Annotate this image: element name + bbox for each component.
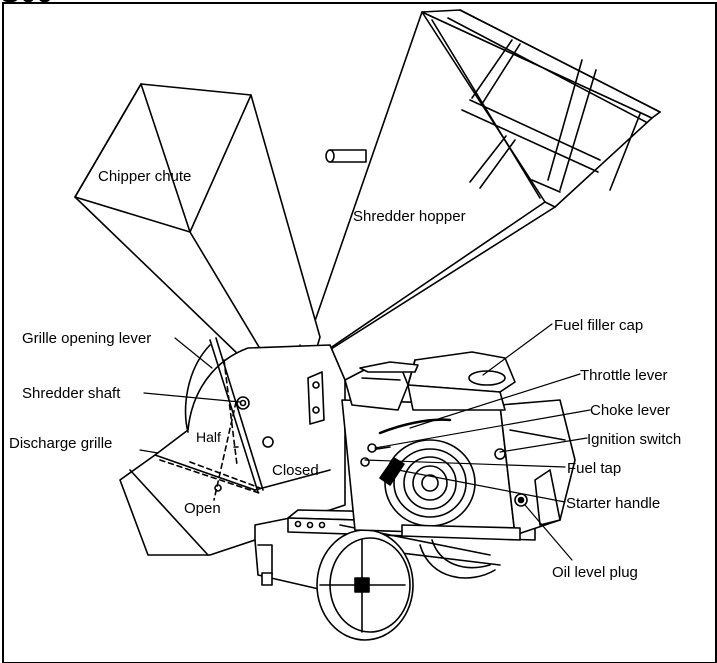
shredder-hopper-drawing <box>297 9 661 371</box>
leader-grille-lever <box>174 337 213 369</box>
leader-oil-level-plug <box>524 504 573 561</box>
ignition-switch-label: Ignition switch <box>587 431 682 448</box>
discharge-grille-label: Discharge grille <box>9 435 113 452</box>
housing-drawing <box>119 337 376 596</box>
leader-starter-handle <box>397 469 566 503</box>
chipper-chute-label: Chipper chute <box>98 168 192 185</box>
fuel-tap-label: Fuel tap <box>567 460 622 477</box>
half-label: Half <box>196 429 221 445</box>
leader-ignition-switch <box>499 437 588 453</box>
choke-lever-label: Choke lever <box>590 402 671 419</box>
leader-discharge-grille <box>139 449 159 454</box>
leader-throttle-lever <box>409 373 581 429</box>
leader-fuel-filler-cap <box>482 323 553 376</box>
throttle-lever-label: Throttle lever <box>580 367 668 384</box>
closed-label: Closed <box>272 462 319 479</box>
open-label: Open <box>184 500 221 517</box>
leader-shredder-shaft <box>143 392 241 403</box>
leader-choke-lever <box>374 409 591 449</box>
leader-fuel-tap <box>364 459 566 468</box>
grille-opening-lever-label: Grille opening lever <box>22 330 152 347</box>
shredder-hopper-label: Shredder hopper <box>353 208 466 225</box>
oil-level-plug-label: Oil level plug <box>552 564 638 581</box>
fuel-filler-cap-label: Fuel filler cap <box>554 317 644 334</box>
shredder-shaft-label: Shredder shaft <box>22 385 121 402</box>
figure-number: S09 <box>0 0 53 8</box>
starter-handle-label: Starter handle <box>566 495 661 512</box>
leader-lines <box>139 323 591 561</box>
